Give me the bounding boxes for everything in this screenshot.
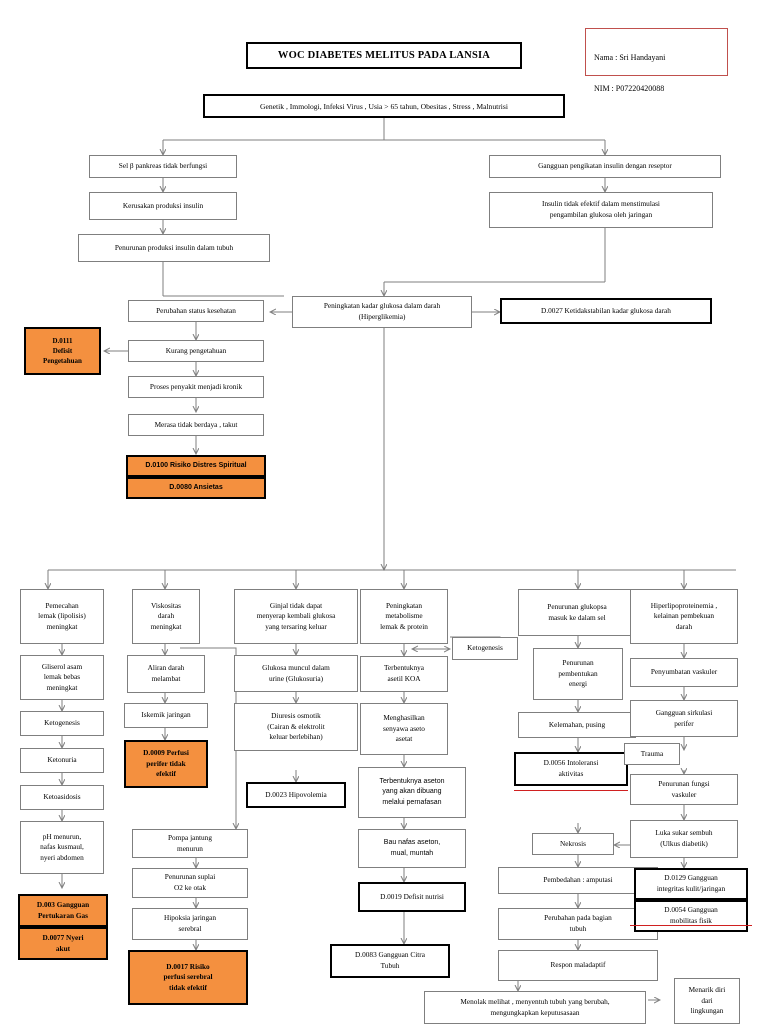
node-ph-menurun: pH menurun, nafas kusmaul, nyeri abdomen [20,821,104,874]
student-info-box: Nama : Sri Handayani NIM : P07220420088 [585,28,728,93]
node-d0129-gangguan-integritas-kulit: D.0129 Gangguan integritas kulit/jaringa… [634,868,748,900]
node-iskemik-jaringan: Iskemik jaringan [124,703,208,728]
node-root-causes: Genetik , Immologi, Infeksi Virus , Usia… [203,94,565,118]
page-title: WOC DIABETES MELITUS PADA LANSIA [246,42,522,69]
node-penurunan-suplai-o2: Penurunan suplai O2 ke otak [132,868,248,898]
node-viskositas-darah: Viskositas darah meningkat [132,589,200,644]
node-sel-beta-pankreas: Sel β pankreas tidak berfungsi [89,155,237,178]
node-perubahan-status-kesehatan: Perubahan status kesehatan [128,300,264,322]
node-proses-penyakit-kronik: Proses penyakit menjadi kronik [128,376,264,398]
node-d0056-intoleransi-aktivitas: D.0056 Intoleransi aktivitas [514,752,628,786]
student-nim: NIM : P07220420088 [594,83,665,93]
node-aliran-darah-melambat: Aliran darah melambat [127,655,205,693]
node-hiperlipoproteinemia: Hiperlipoproteinemia , kelainan pembekua… [630,589,738,644]
node-bau-nafas-aseton: Bau nafas aseton, mual, muntah [358,829,466,868]
node-d0009-perfusi-perifer: D.0009 Perfusi perifer tidak efektif [124,740,208,788]
node-pompa-jantung-menurun: Pompa jantung menurun [132,829,248,858]
node-penurunan-glukosa-masuk-sel: Penurunan glukopsa masuk ke dalam sel [518,589,636,636]
node-penurunan-pembentukan-energi: Penurunan pembentukan energi [533,648,623,700]
node-terbentuknya-aseton: Terbentuknya aseton yang akan dibuang me… [358,767,466,818]
node-penurunan-produksi-insulin: Penurunan produksi insulin dalam tubuh [78,234,270,262]
node-senyawa-aseto-asetat: Menghasilkan senyawa aseto asetat [360,703,448,755]
node-d0077-nyeri-akut: D.0077 Nyeri akut [18,927,108,960]
node-pembedahan-amputasi: Pembedahan : amputasi [498,867,658,894]
node-kelemahan-pusing: Kelemahan, pusing [518,712,636,738]
node-d0023-hipovolemia: D.0023 Hipovolemia [246,782,346,808]
node-d0019-defisit-nutrisi: D.0019 Defisit nutrisi [358,882,466,912]
node-d0100-risiko-distres-spiritual: D.0100 Risiko Distres Spiritual [126,455,266,477]
node-d0027-ketidakstabilan-glukosa: D.0027 Ketidakstabilan kadar glukosa dar… [500,298,712,324]
node-gangguan-pengikatan-insulin: Gangguan pengikatan insulin dengan resep… [489,155,721,178]
node-d0080-ansietas: D.0080 Ansietas [126,477,266,499]
node-diuresis-osmotik: Diuresis osmotik (Cairan & elektrolit ke… [234,703,358,751]
node-pemecahan-lemak: Pemecahan lemak (lipolisis) meningkat [20,589,104,644]
node-penurunan-fungsi-vaskuler: Penurunan fungsi vaskuler [630,774,738,805]
node-hiperglikemia: Peningkatan kadar glukosa dalam darah (H… [292,296,472,328]
node-ketoasidosis: Ketoasidosis [20,785,104,810]
node-merasa-tidak-berdaya: Merasa tidak berdaya , takut [128,414,264,436]
node-asetil-koa: Terbentuknya asetil KOA [360,656,448,692]
node-kurang-pengetahuan: Kurang pengetahuan [128,340,264,362]
node-kerusakan-produksi-insulin: Kerusakan produksi insulin [89,192,237,220]
node-ketogenesis-kolom1: Ketogenesis [20,711,104,736]
node-d0017-risiko-perfusi-serebral: D.0017 Risiko perfusi serebral tidak efe… [128,950,248,1005]
node-hipoksia-serebral: Hipoksia jaringan serebral [132,908,248,940]
node-d0054-gangguan-mobilitas-fisik: D.0054 Gangguan mobilitas fisik [634,900,748,932]
node-ketogenesis-kolom4: Ketogenesis [452,637,518,660]
d0056-red-underline [514,790,628,791]
node-insulin-tidak-efektif: Insulin tidak efektif dalam menstimulasi… [489,192,713,228]
node-gliserol-asam-lemak: Gliserol asam lemak bebas meningkat [20,655,104,700]
node-perubahan-bagian-tubuh: Perubahan pada bagian tubuh [498,908,658,940]
d0054-red-underline [630,925,752,926]
node-menarik-diri-dari-lingkungan: Menarik diri dari lingkungan [674,978,740,1024]
node-glukosuria: Glukosa muncul dalam urine (Glukosuria) [234,655,358,692]
node-trauma: Trauma [624,743,680,765]
node-luka-sukar-sembuh: Luka sukar sembuh (Ulkus diabetik) [630,820,738,858]
node-gangguan-sirkulasi-perifer: Gangguan sirkulasi perifer [630,700,738,737]
node-d003-gangguan-pertukaran-gas: D.003 Gangguan Pertukaran Gas [18,894,108,927]
node-menolak-melihat: Menolak melihat , menyentuh tubuh yang b… [424,991,646,1024]
node-d0083-gangguan-citra-tubuh: D.0083 Gangguan Citra Tubuh [330,944,450,978]
node-respon-maladaptif: Respon maladaptif [498,950,658,981]
node-penyumbatan-vaskuler: Penyumbatan vaskuler [630,658,738,687]
node-peningkatan-metabolisme: Peningkatan metabolisme lemak & protein [360,589,448,644]
node-ketonuria: Ketonuria [20,748,104,773]
student-name: Nama : Sri Handayani [594,53,666,63]
node-nekrosis: Nekrosis [532,833,614,855]
node-ginjal-tidak-menyerap: Ginjal tidak dapat menyerap kembali gluk… [234,589,358,644]
node-d0111-defisit-pengetahuan: D.0111 Defisit Pengetahuan [24,327,101,375]
